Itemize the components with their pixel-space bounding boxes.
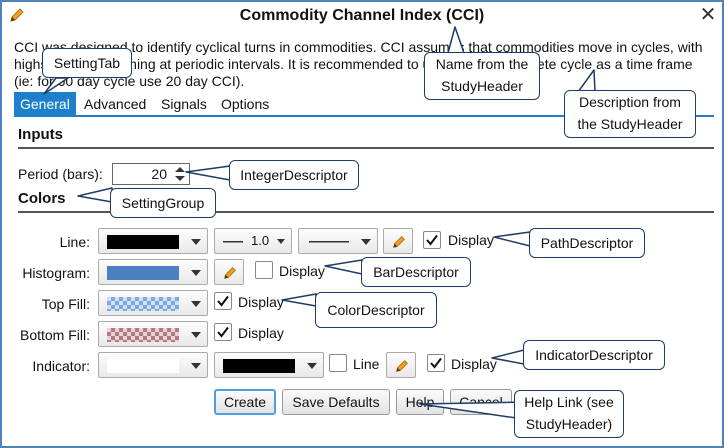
histogram-color-select[interactable] xyxy=(98,259,208,285)
histogram-color-swatch xyxy=(107,266,179,280)
line-color-select[interactable] xyxy=(98,228,208,254)
tab-bar: General Advanced Signals Options xyxy=(14,92,714,116)
line-width-select[interactable]: 1.0 xyxy=(214,228,292,254)
chevron-down-icon xyxy=(191,270,201,276)
callout-color-descriptor: ColorDescriptor xyxy=(315,292,437,328)
chevron-down-icon xyxy=(191,332,201,338)
pencil-icon xyxy=(396,360,408,372)
histogram-display-label: Display xyxy=(279,263,325,279)
callout-indicator-descriptor: IndicatorDescriptor xyxy=(523,340,665,370)
callout-bar-descriptor: BarDescriptor xyxy=(361,257,471,287)
callout-integer-descriptor: IntegerDescriptor xyxy=(229,160,359,190)
line-width-icon xyxy=(223,241,243,243)
bottom-fill-display-label: Display xyxy=(238,325,284,341)
indicator-line-checkbox[interactable] xyxy=(329,354,347,372)
line-label: Line: xyxy=(59,234,90,250)
line-width-value: 1.0 xyxy=(251,233,270,248)
top-fill-color-swatch xyxy=(107,297,179,311)
callout-help-link: Help Link (see StudyHeader) xyxy=(514,390,624,438)
tab-advanced[interactable]: Advanced xyxy=(84,96,147,112)
checkmark-icon xyxy=(217,326,229,338)
description-line-1: CCI was designed to identify cyclical tu… xyxy=(14,39,703,55)
callout-name-line-1: Name from the xyxy=(435,56,529,72)
line-style-select[interactable] xyxy=(298,228,378,254)
chevron-down-icon xyxy=(191,301,201,307)
histogram-label: Histogram: xyxy=(22,265,90,281)
indicator-edit-button[interactable] xyxy=(386,352,416,378)
spinner-arrows-icon[interactable] xyxy=(174,165,186,183)
indicator-text-color-swatch xyxy=(223,359,295,373)
callout-name: Name from the StudyHeader xyxy=(424,52,540,100)
save-defaults-button[interactable]: Save Defaults xyxy=(282,389,390,415)
pencil-icon[interactable] xyxy=(8,6,26,24)
period-value: 20 xyxy=(151,166,167,182)
inputs-section-title: Inputs xyxy=(18,126,63,143)
help-button[interactable]: Help xyxy=(396,389,444,415)
bottom-fill-color-select[interactable] xyxy=(98,321,208,347)
top-fill-display-checkbox[interactable] xyxy=(214,292,232,310)
colors-divider xyxy=(18,211,714,213)
chevron-down-icon xyxy=(361,239,371,245)
line-display-checkbox[interactable] xyxy=(423,231,441,249)
tab-signals[interactable]: Signals xyxy=(161,96,207,112)
callout-help-link-line-1: Help Link (see xyxy=(524,394,614,410)
bottom-fill-label: Bottom Fill: xyxy=(19,327,90,343)
pencil-icon xyxy=(393,236,405,248)
top-fill-color-select[interactable] xyxy=(98,290,208,316)
callout-path-descriptor: PathDescriptor xyxy=(529,228,645,258)
bottom-fill-display-checkbox[interactable] xyxy=(214,323,232,341)
indicator-color-swatch xyxy=(107,359,179,373)
chevron-down-icon xyxy=(277,239,285,244)
dialog-title: Commodity Channel Index (CCI) xyxy=(239,7,485,24)
period-label: Period (bars): xyxy=(18,166,103,182)
callout-description-line-2: the StudyHeader xyxy=(577,116,683,132)
histogram-display-checkbox[interactable] xyxy=(255,261,273,279)
top-fill-display-label: Display xyxy=(238,294,284,310)
period-spinner[interactable]: 20 xyxy=(112,163,190,185)
indicator-color-select[interactable] xyxy=(98,352,208,378)
histogram-edit-button[interactable] xyxy=(214,259,244,285)
chevron-down-icon xyxy=(191,239,201,245)
pencil-icon xyxy=(224,267,236,279)
callout-description-line-1: Description from xyxy=(579,94,681,110)
indicator-display-label: Display xyxy=(451,356,497,372)
callout-setting-tab: SettingTab xyxy=(42,48,132,78)
indicator-display-checkbox[interactable] xyxy=(427,354,445,372)
cancel-button[interactable]: Cancel xyxy=(450,389,512,415)
colors-section-title: Colors xyxy=(18,190,66,207)
top-fill-label: Top Fill: xyxy=(41,296,90,312)
callout-setting-group: SettingGroup xyxy=(110,188,216,218)
tab-underline xyxy=(14,115,714,117)
callout-description: Description from the StudyHeader xyxy=(564,90,696,138)
chevron-down-icon xyxy=(307,363,317,369)
indicator-text-color-select[interactable] xyxy=(214,352,324,378)
checkmark-icon xyxy=(217,295,229,307)
line-style-icon xyxy=(309,241,349,243)
line-display-label: Display xyxy=(448,232,494,248)
create-button[interactable]: Create xyxy=(214,389,276,415)
tab-general[interactable]: General xyxy=(14,92,76,116)
checkmark-icon xyxy=(430,357,442,369)
close-icon[interactable]: ✕ xyxy=(699,4,717,26)
line-edit-button[interactable] xyxy=(383,228,413,254)
line-color-swatch xyxy=(107,235,179,249)
indicator-line-label: Line xyxy=(353,356,380,372)
callout-help-link-line-2: StudyHeader) xyxy=(525,416,613,432)
checkmark-icon xyxy=(426,234,438,246)
title-bar: Commodity Channel Index (CCI) ✕ xyxy=(2,2,722,32)
callout-name-line-2: StudyHeader xyxy=(441,78,523,94)
indicator-label: Indicator: xyxy=(32,358,90,374)
chevron-down-icon xyxy=(191,363,201,369)
tab-options[interactable]: Options xyxy=(221,96,270,112)
inputs-divider xyxy=(18,147,714,149)
bottom-fill-color-swatch xyxy=(107,328,179,342)
